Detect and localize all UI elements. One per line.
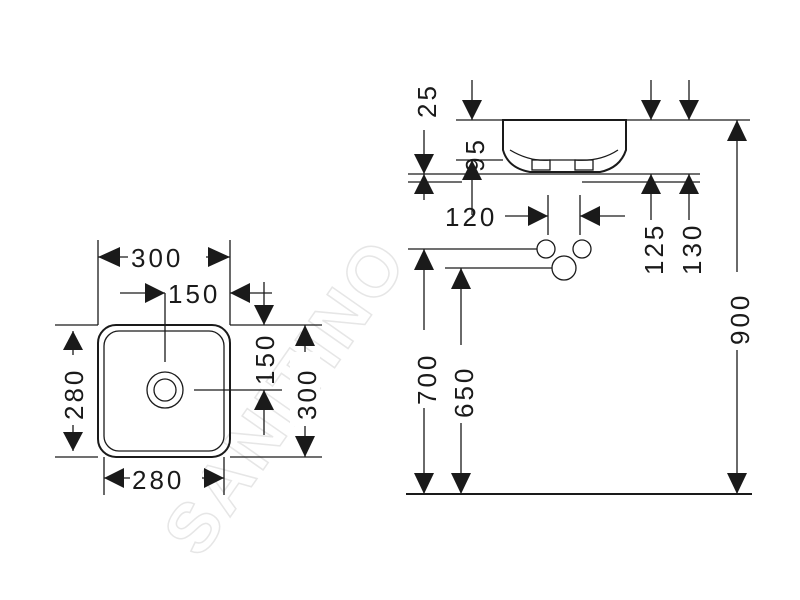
dim-center-offset-x: 150 bbox=[168, 279, 220, 309]
dim-overall-depth: 300 bbox=[292, 368, 322, 420]
waste-connection-left bbox=[536, 239, 556, 259]
side-view: 25 95 125 130 120 7 bbox=[406, 80, 755, 495]
basin-inner-outline bbox=[103, 330, 225, 452]
waste-outlet bbox=[551, 255, 577, 281]
dim-mount-height: 900 bbox=[725, 293, 755, 345]
dim-waste-height-b: 650 bbox=[449, 366, 479, 418]
waste-connection-right bbox=[572, 239, 592, 259]
dim-bowl-height: 95 bbox=[460, 137, 490, 172]
dim-center-offset-y: 150 bbox=[250, 333, 280, 385]
dim-rim-height: 25 bbox=[412, 83, 442, 118]
drain-outer-circle bbox=[146, 371, 184, 409]
basin-outer-outline bbox=[97, 324, 231, 458]
dim-waste-height-a: 700 bbox=[412, 353, 442, 405]
dim-inner-depth: 280 bbox=[59, 368, 89, 420]
dim-overall-width: 300 bbox=[131, 243, 183, 273]
basin-profile bbox=[502, 119, 627, 173]
dim-inner-width: 280 bbox=[132, 465, 184, 495]
dim-outlet-height-b: 130 bbox=[677, 223, 707, 275]
top-view: 300 150 280 280 150 300 bbox=[55, 240, 322, 495]
drain-inner-circle bbox=[153, 378, 177, 402]
dim-outlet-height-a: 125 bbox=[639, 223, 669, 275]
dim-drain-offset: 120 bbox=[445, 202, 497, 232]
watermark: SANITINO bbox=[148, 224, 422, 569]
